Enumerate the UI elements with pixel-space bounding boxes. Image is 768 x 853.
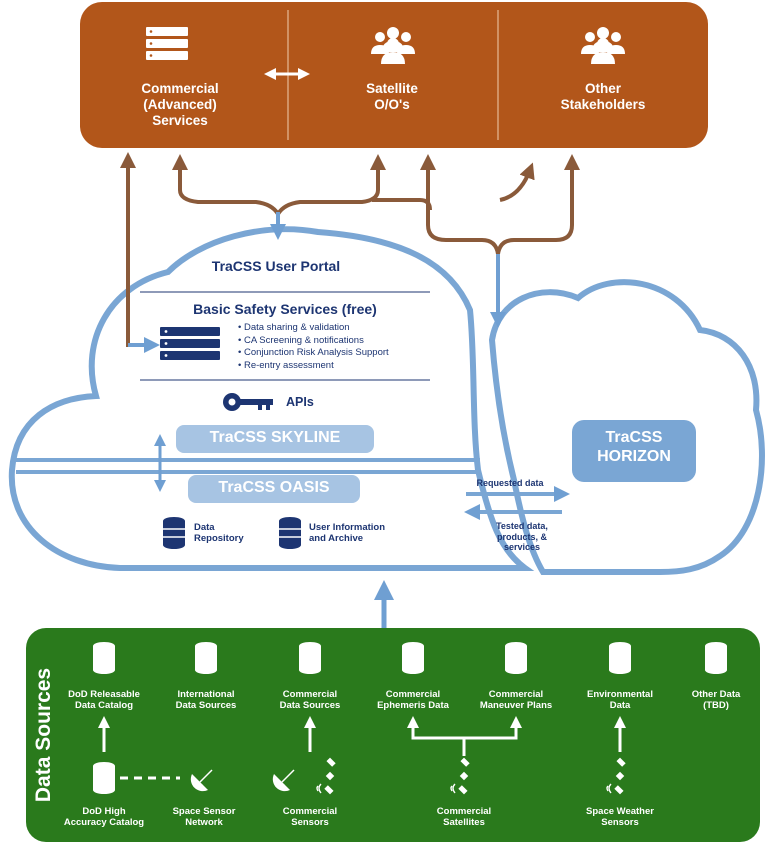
- database-icon: [609, 642, 631, 674]
- other-data-label: Other Data(TBD): [691, 689, 741, 712]
- list-item: Conjunction Risk Analysis Support: [238, 347, 389, 360]
- database-icon: [93, 762, 115, 794]
- database-icon: [195, 642, 217, 674]
- requested-data-label: Requested data: [476, 478, 544, 488]
- horizon-stakeholder-arrows: [420, 154, 580, 255]
- oasis-label: TraCSS OASIS: [218, 479, 330, 496]
- basic-safety-title: Basic Safety Services (free): [193, 301, 377, 317]
- list-item: Data sharing & validation: [238, 322, 389, 335]
- list-item: Re-entry assessment: [238, 360, 389, 373]
- horizon-pill: [572, 420, 696, 482]
- tested-data-label: Tested data,products, &services: [496, 521, 548, 553]
- key-icon: [223, 393, 273, 411]
- database-icon: [279, 517, 301, 549]
- apis-label: APIs: [286, 395, 314, 409]
- portal-cloud-outline: [8, 226, 535, 571]
- portal-stakeholder-arrows: [172, 154, 386, 218]
- skyline-label: TraCSS SKYLINE: [209, 429, 341, 446]
- database-icon: [93, 642, 115, 674]
- database-icon: [402, 642, 424, 674]
- server-icon: [160, 327, 220, 360]
- oasis-pill: [188, 475, 360, 503]
- database-icon: [299, 642, 321, 674]
- data-sources-panel: [26, 628, 760, 842]
- portal-title: TraCSS User Portal: [211, 258, 341, 274]
- list-item: CA Screening & notifications: [238, 335, 389, 348]
- commercial-services-label: Commercial(Advanced)Services: [141, 81, 219, 128]
- database-icon: [705, 642, 727, 674]
- other-link-arrow: [499, 162, 535, 202]
- safety-services-list: Data sharing & validation CA Screening &…: [238, 322, 389, 372]
- horizon-cloud-outline: [488, 279, 765, 575]
- stakeholders-banner: [80, 2, 708, 148]
- database-icon: [163, 517, 185, 549]
- satellite-link-arrow: [372, 198, 432, 211]
- commercial-services-arrow: [120, 152, 152, 347]
- data-sources-title: Data Sources: [32, 668, 55, 802]
- skyline-pill: [176, 425, 374, 453]
- database-icon: [505, 642, 527, 674]
- server-icon: [146, 27, 188, 60]
